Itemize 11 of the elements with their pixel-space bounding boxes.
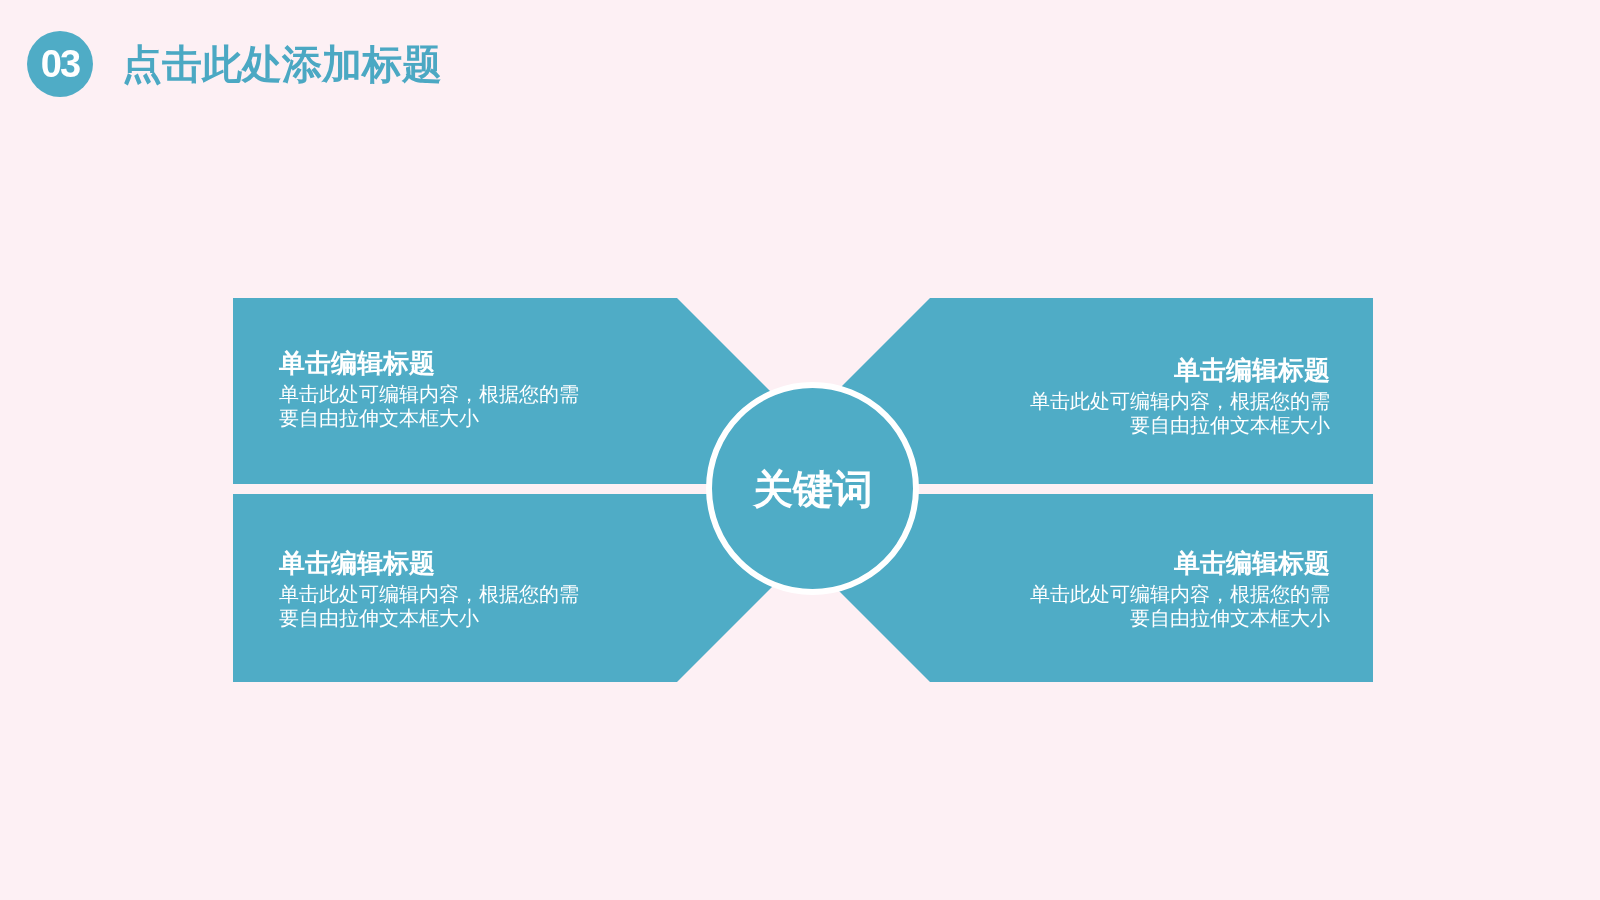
panel-heading: 单击编辑标题	[1173, 548, 1330, 578]
panel-body: 单击此处可编辑内容，根据您的需要自由拉伸文本框大小	[279, 582, 580, 630]
section-number: 03	[40, 43, 80, 85]
keyword-text: 关键词	[752, 465, 873, 512]
panel-body: 单击此处可编辑内容，根据您的需要自由拉伸文本框大小	[1029, 389, 1330, 437]
panel-body: 单击此处可编辑内容，根据您的需要自由拉伸文本框大小	[279, 382, 580, 430]
panel-heading: 单击编辑标题	[1173, 355, 1330, 385]
slide-title: 点击此处添加标题	[122, 41, 442, 88]
panel-heading: 单击编辑标题	[279, 348, 436, 378]
panel-heading: 单击编辑标题	[279, 548, 436, 578]
panel-body: 单击此处可编辑内容，根据您的需要自由拉伸文本框大小	[1029, 582, 1330, 630]
